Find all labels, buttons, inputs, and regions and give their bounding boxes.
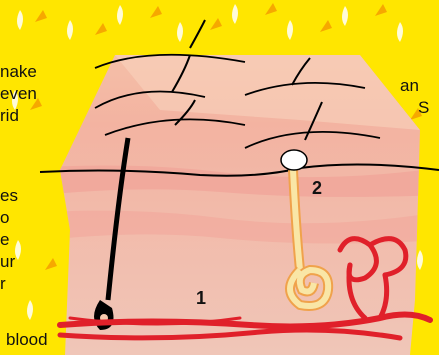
- text-fragment-6: es: [0, 186, 18, 206]
- label-1-blood-vessel: 1: [196, 288, 206, 309]
- text-fragment-10: r: [0, 274, 6, 294]
- text-fragment-7: o: [0, 208, 9, 228]
- text-fragment-5: S: [418, 98, 429, 118]
- text-fragment-3: rid: [0, 106, 19, 126]
- text-fragment-4: an: [400, 76, 419, 96]
- label-2-sweat-gland: 2: [312, 178, 322, 199]
- text-fragment-1: nake: [0, 62, 37, 82]
- sweat-pore: [281, 150, 307, 170]
- text-fragment-11: blood: [6, 330, 48, 350]
- text-fragment-8: e: [0, 230, 9, 250]
- text-fragment-2: even: [0, 84, 37, 104]
- text-fragment-9: ur: [0, 252, 15, 272]
